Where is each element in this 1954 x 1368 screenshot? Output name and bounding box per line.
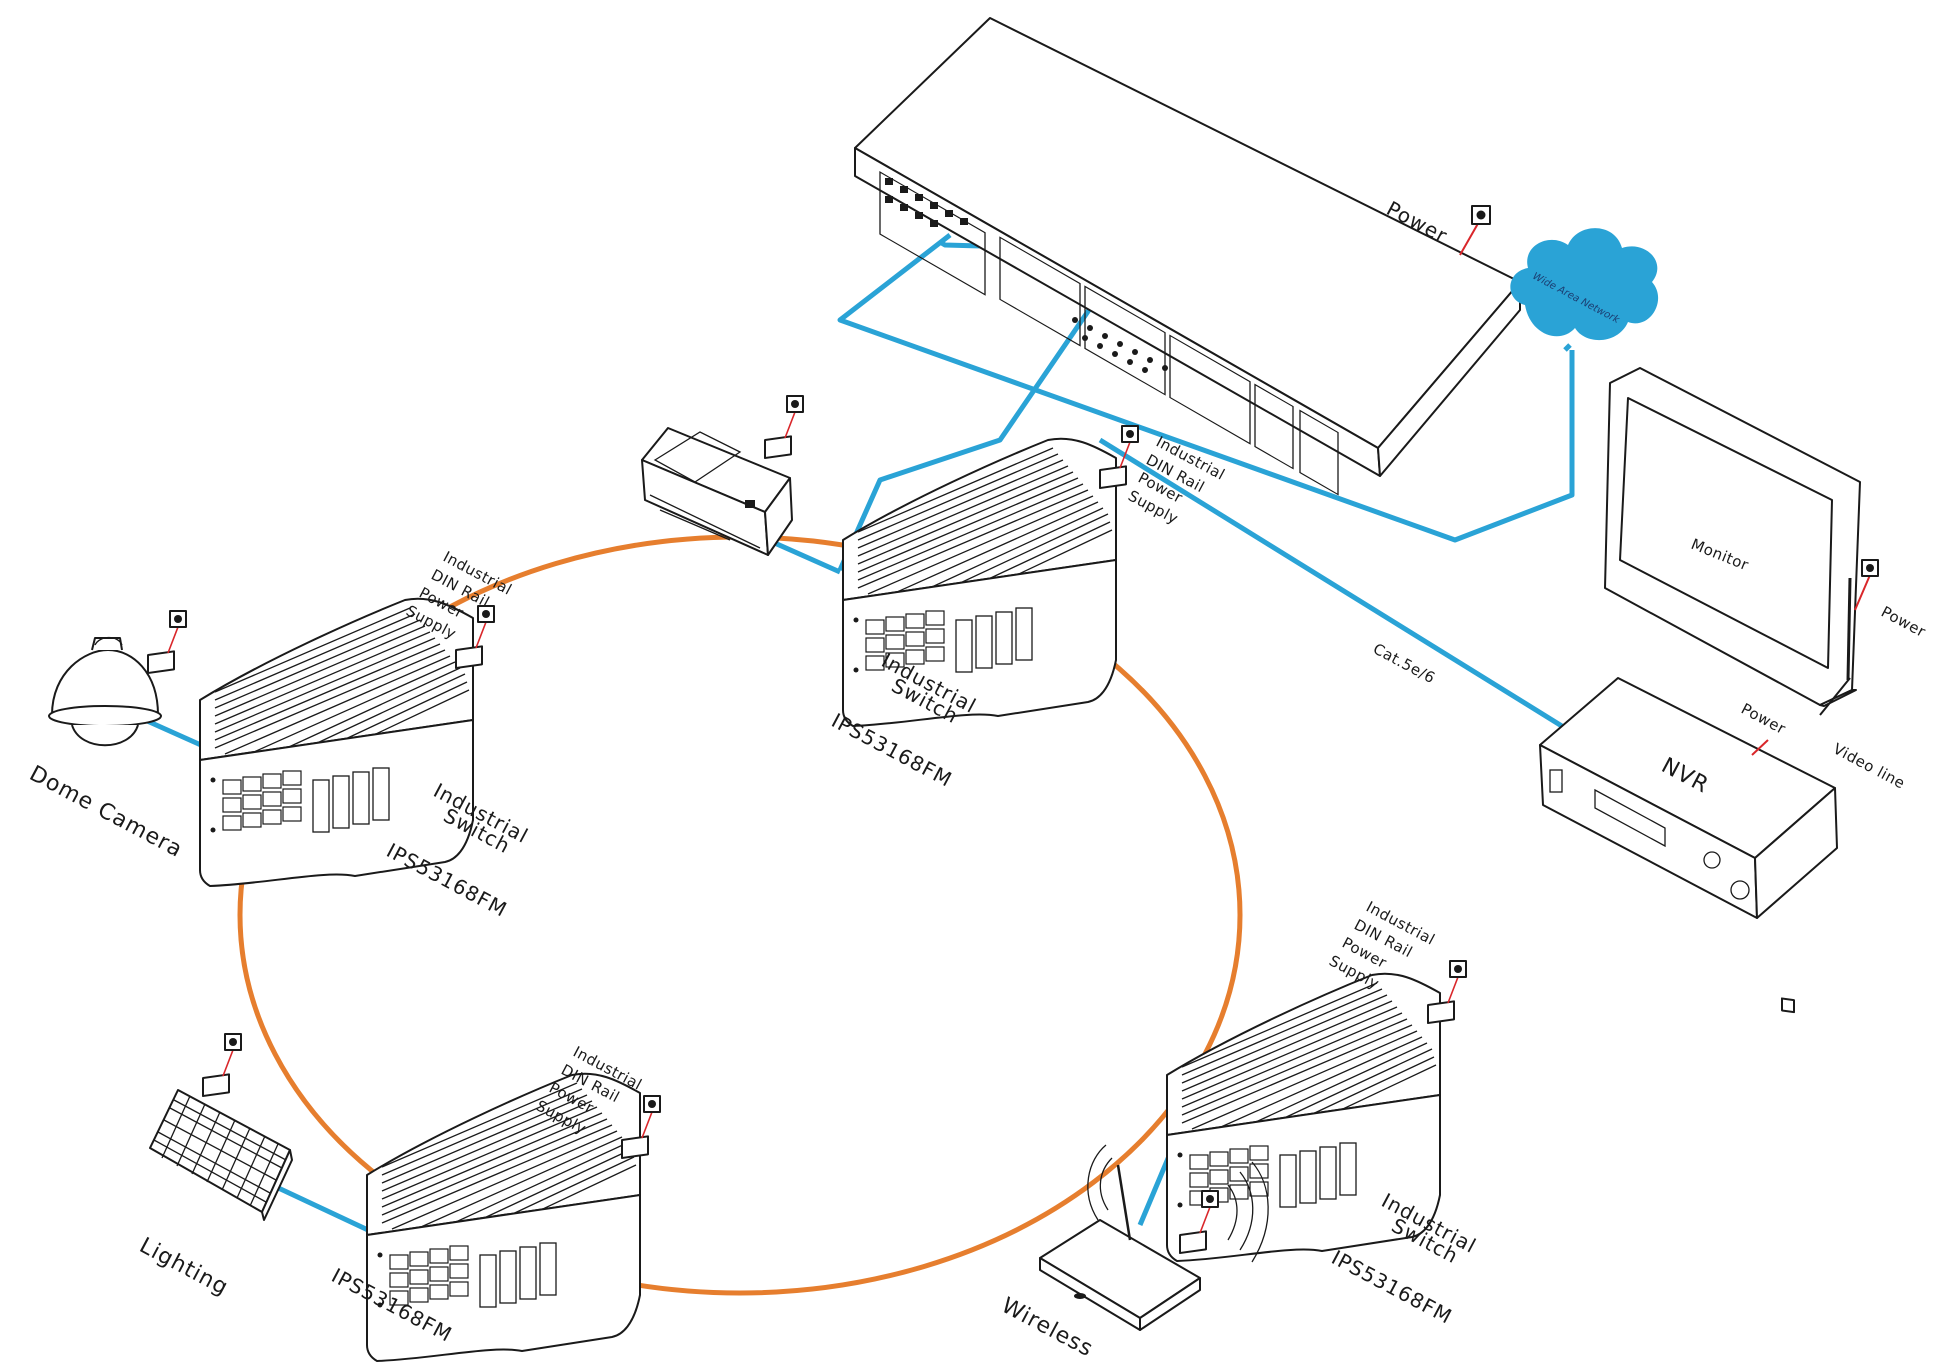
wireless-ap <box>1039 1144 1269 1331</box>
cable-wan <box>1563 343 1572 352</box>
plc-power-supply <box>764 395 804 459</box>
cable-label: Cat.5e/6 <box>1370 640 1438 688</box>
cable-to-nvr <box>1098 437 1567 731</box>
video-line-label: Video line <box>1830 740 1908 793</box>
wireless-label: Wireless <box>997 1293 1097 1362</box>
core-switch <box>854 17 1521 496</box>
lighting-panel <box>149 1089 293 1221</box>
nvr <box>1539 677 1838 1014</box>
industrial-switch-top <box>842 437 1117 727</box>
lighting-power-supply <box>202 1033 242 1097</box>
monitor-power-label: Power <box>1878 603 1929 642</box>
cable-core-left <box>837 233 1575 543</box>
lighting-label: Lighting <box>135 1233 232 1301</box>
plc-controller <box>641 427 793 556</box>
dome-power-supply <box>147 610 187 674</box>
cable-core-to-ring <box>837 239 1133 572</box>
cable-lighting <box>270 1182 370 1233</box>
video-line-cable <box>1819 677 1851 716</box>
nvr-power-label: Power <box>1738 700 1789 739</box>
wan-cloud: Wide Area Network <box>1510 228 1659 341</box>
industrial-switch-left <box>199 597 474 887</box>
monitor <box>1604 367 1879 707</box>
dome-camera <box>48 636 162 747</box>
dome-camera-label: Dome Camera <box>25 761 187 863</box>
